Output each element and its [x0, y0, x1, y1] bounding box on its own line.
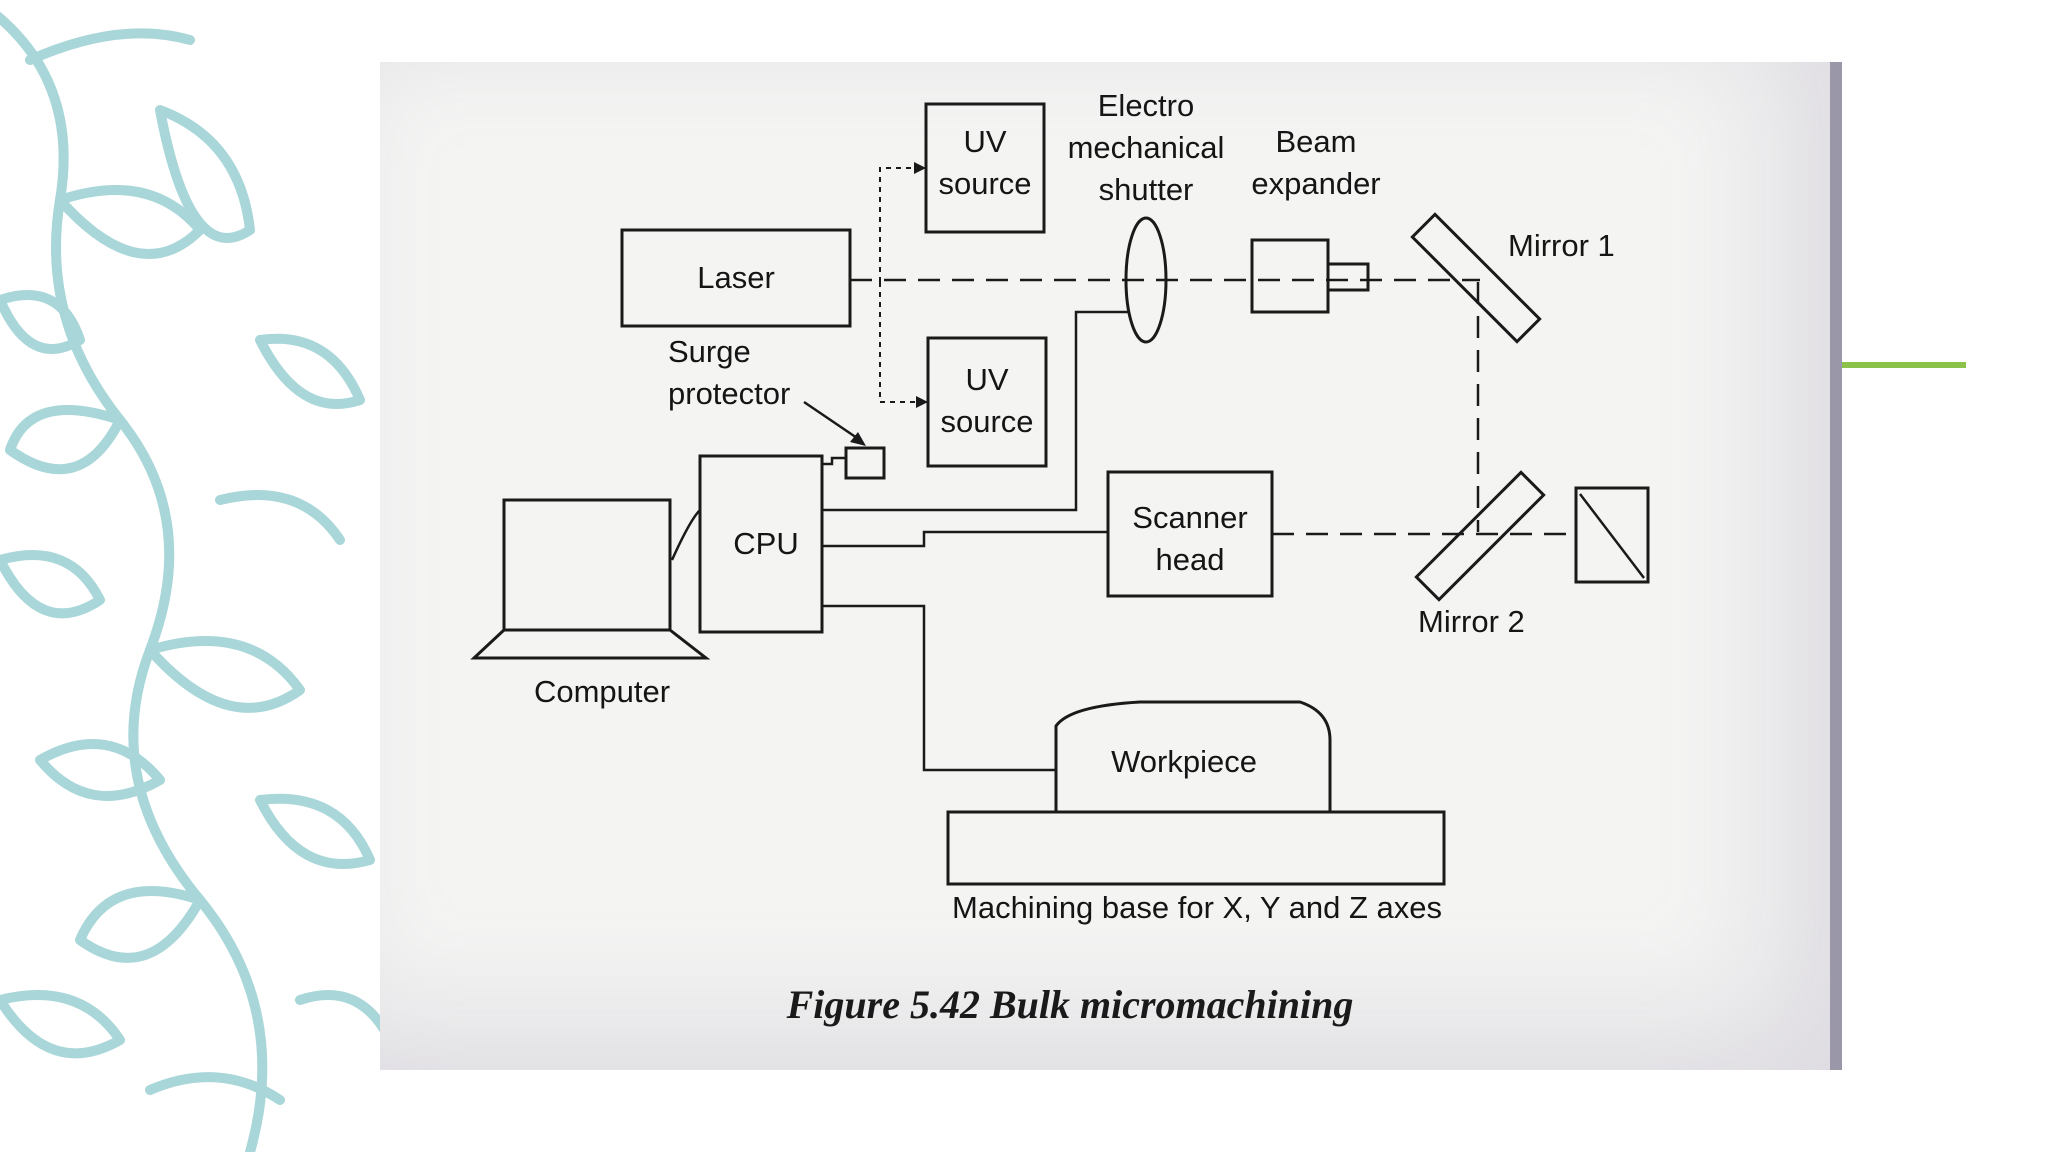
- surge-protector-cable: [820, 456, 846, 478]
- shutter-label-2: mechanical: [1068, 130, 1225, 165]
- uv-top-connector: [879, 167, 918, 282]
- beam-expander-label-1: Beam: [1276, 124, 1357, 159]
- uv-source-top-label-2: source: [938, 166, 1031, 201]
- beam-dump-diagonal: [1579, 493, 1645, 579]
- computer-keyboard: [470, 628, 711, 660]
- laser-box: [620, 228, 852, 328]
- laser-label: Laser: [697, 260, 775, 295]
- surge-pointer-arrowhead: [850, 432, 866, 446]
- surge-protector-label-1: Surge: [668, 334, 751, 369]
- mirror-2-label: Mirror 2: [1418, 604, 1525, 639]
- figure-caption: Figure 5.42 Bulk micromachining: [786, 982, 1354, 1027]
- scanner-head-label-2: head: [1156, 542, 1225, 577]
- wire-cpu-to-scanner: [822, 530, 1108, 548]
- cpu-box: [698, 454, 824, 634]
- uv-top-arrowhead: [914, 162, 926, 174]
- uv-source-bottom-label-2: source: [940, 404, 1033, 439]
- wire-computer-to-cpu: [670, 509, 701, 561]
- leaf-pattern-decoration: [0, 11, 395, 1152]
- computer-screen: [502, 498, 672, 632]
- mirror-1-label: Mirror 1: [1508, 228, 1615, 263]
- workpiece-shape: [1054, 700, 1332, 812]
- computer-label: Computer: [534, 674, 670, 709]
- shutter-label-1: Electro: [1098, 88, 1194, 123]
- workpiece-label: Workpiece: [1111, 744, 1257, 779]
- beam-expander-body: [1250, 238, 1330, 314]
- scanner-head-label-1: Scanner: [1132, 500, 1247, 535]
- wire-cpu-to-workpiece: [822, 604, 1056, 772]
- shutter-label-3: shutter: [1099, 172, 1194, 207]
- uv-source-bottom-box: [926, 336, 1048, 468]
- surge-protector-box: [844, 446, 886, 480]
- cpu-label: CPU: [733, 526, 798, 561]
- beam-dump-box: [1574, 486, 1650, 584]
- machining-base-box: [946, 810, 1446, 886]
- beam-expander-nozzle: [1326, 262, 1370, 292]
- mirror-1: [1410, 212, 1542, 344]
- mirror-2: [1414, 470, 1546, 602]
- scanner-head-box: [1106, 470, 1274, 598]
- accent-line: [1838, 362, 1966, 368]
- scan-edge: [1830, 62, 1842, 1070]
- beam-expander-label-2: expander: [1251, 166, 1380, 201]
- uv-source-bottom-label-1: UV: [965, 362, 1008, 397]
- surge-protector-label-2: protector: [668, 376, 790, 411]
- uv-source-top-label-1: UV: [963, 124, 1006, 159]
- surge-protector-pointer: [803, 400, 861, 442]
- wire-cpu-to-shutter: [822, 310, 1128, 512]
- uv-bottom-arrowhead: [916, 396, 928, 408]
- uv-bottom-connector: [879, 282, 920, 403]
- machining-base-label: Machining base for X, Y and Z axes: [952, 890, 1442, 925]
